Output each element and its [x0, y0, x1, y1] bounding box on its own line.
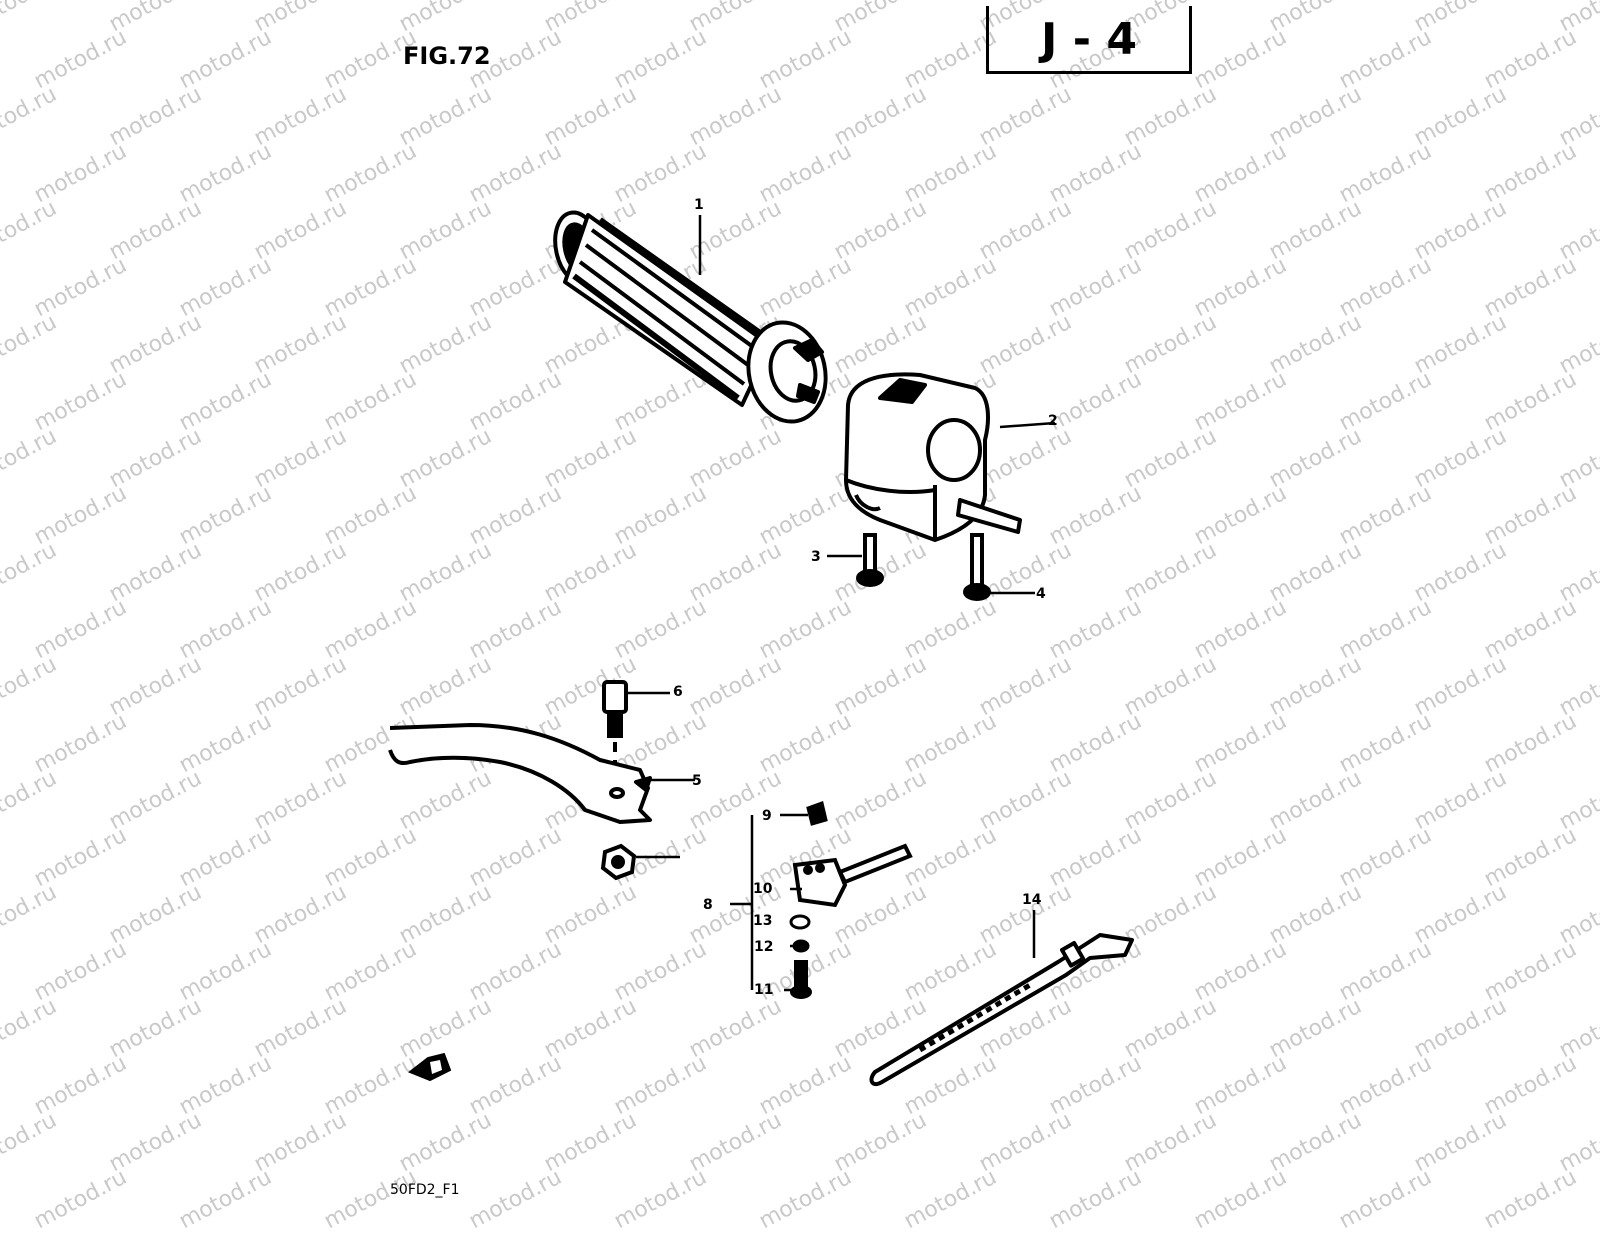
screw-3-drawing [856, 533, 884, 587]
part-number-13: 13 [753, 913, 773, 929]
front-arrow-icon [408, 1052, 452, 1082]
switch-10-drawing [792, 843, 913, 908]
part-number-6: 6 [673, 684, 683, 700]
screw-4-drawing [963, 533, 991, 601]
screw-11-drawing [790, 960, 812, 999]
footer-code: 50FD2_F1 [390, 1182, 460, 1198]
part-number-11: 11 [754, 982, 774, 998]
part-number-10: 10 [753, 881, 773, 897]
leader-lines [628, 215, 1056, 992]
nut-drawing [600, 843, 637, 881]
part-number-12: 12 [754, 939, 774, 955]
parts-diagram [388, 210, 1134, 1087]
brake-lever-drawing [388, 723, 652, 824]
throttle-grip-drawing [553, 210, 828, 424]
section-code: J - 4 [1041, 14, 1137, 65]
part-number-3: 3 [811, 549, 821, 565]
figure-label: FIG.72 [403, 42, 491, 70]
part-number-9: 9 [762, 808, 772, 824]
part-number-5: 5 [692, 773, 702, 789]
switch-9-drawing [806, 801, 828, 826]
part-number-8: 8 [703, 897, 713, 913]
washer-13-drawing [789, 914, 811, 930]
switch-housing-drawing [844, 372, 1022, 542]
part-number-14: 14 [1022, 892, 1042, 908]
washer-12-drawing [792, 939, 810, 953]
part-number-4: 4 [1036, 586, 1046, 602]
section-code-box: J - 4 [986, 6, 1192, 74]
cable-band-drawing [869, 933, 1134, 1087]
part-number-2: 2 [1048, 413, 1058, 429]
bolt-6-drawing [602, 680, 628, 790]
part-number-1: 1 [694, 197, 704, 213]
